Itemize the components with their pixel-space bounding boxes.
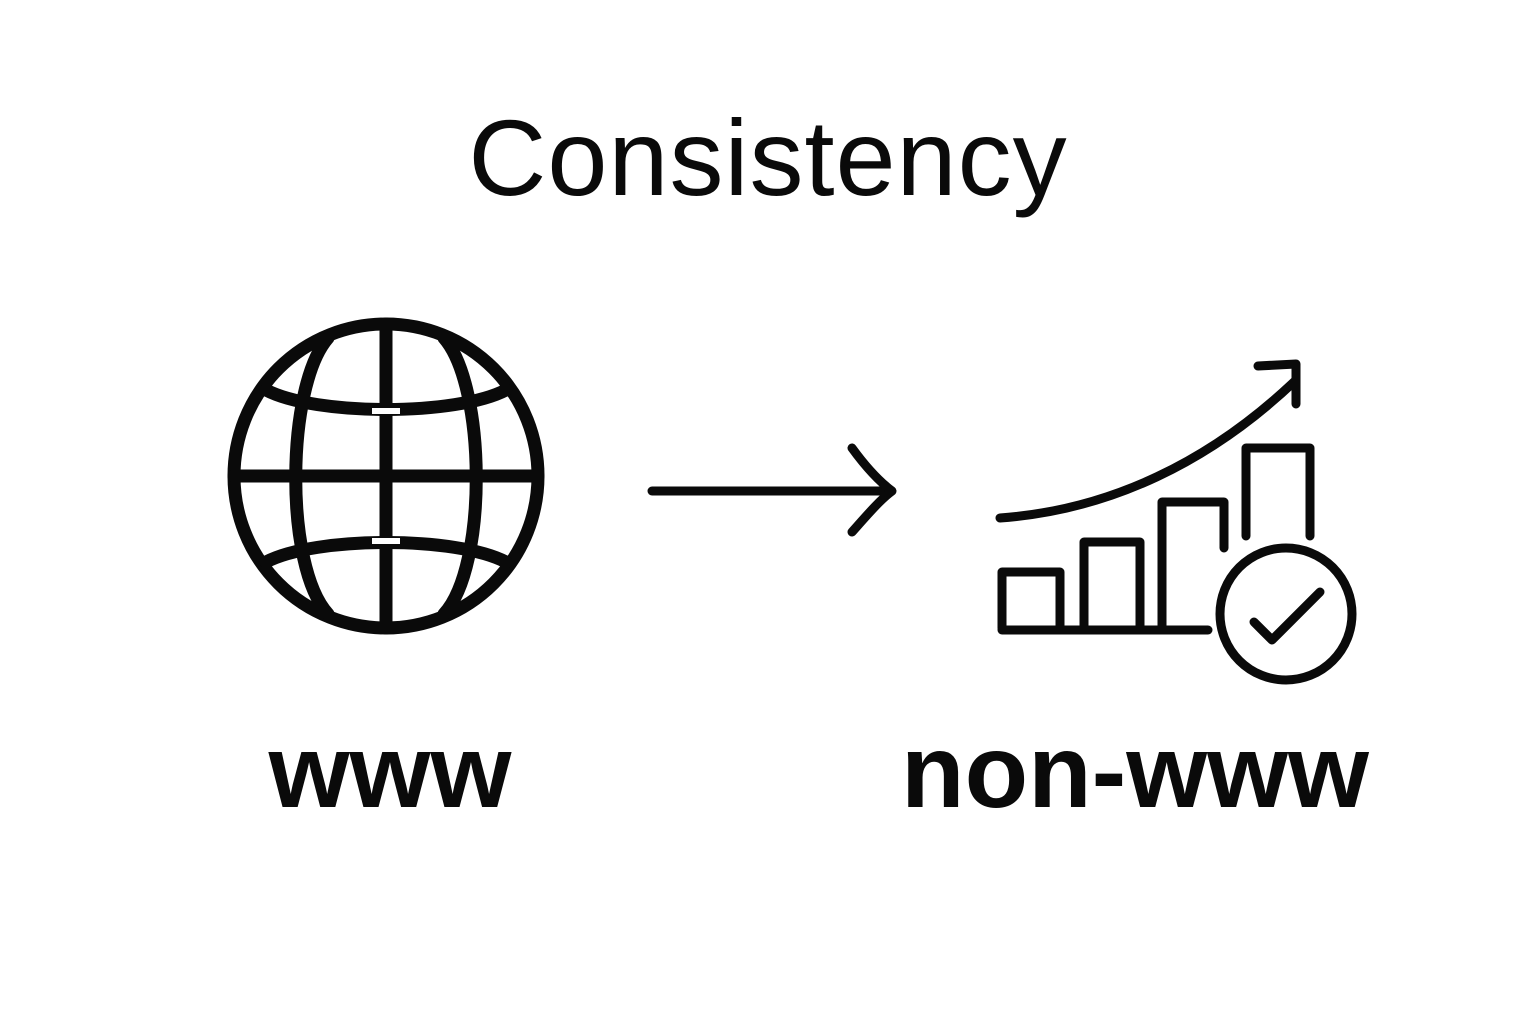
diagram-title: Consistency — [468, 97, 1068, 218]
www-label: www — [268, 714, 512, 830]
arrow-right-icon — [640, 436, 904, 546]
growth-chart-check-icon — [990, 352, 1362, 688]
globe-icon — [226, 316, 546, 636]
non-www-label: non-www — [901, 714, 1369, 830]
